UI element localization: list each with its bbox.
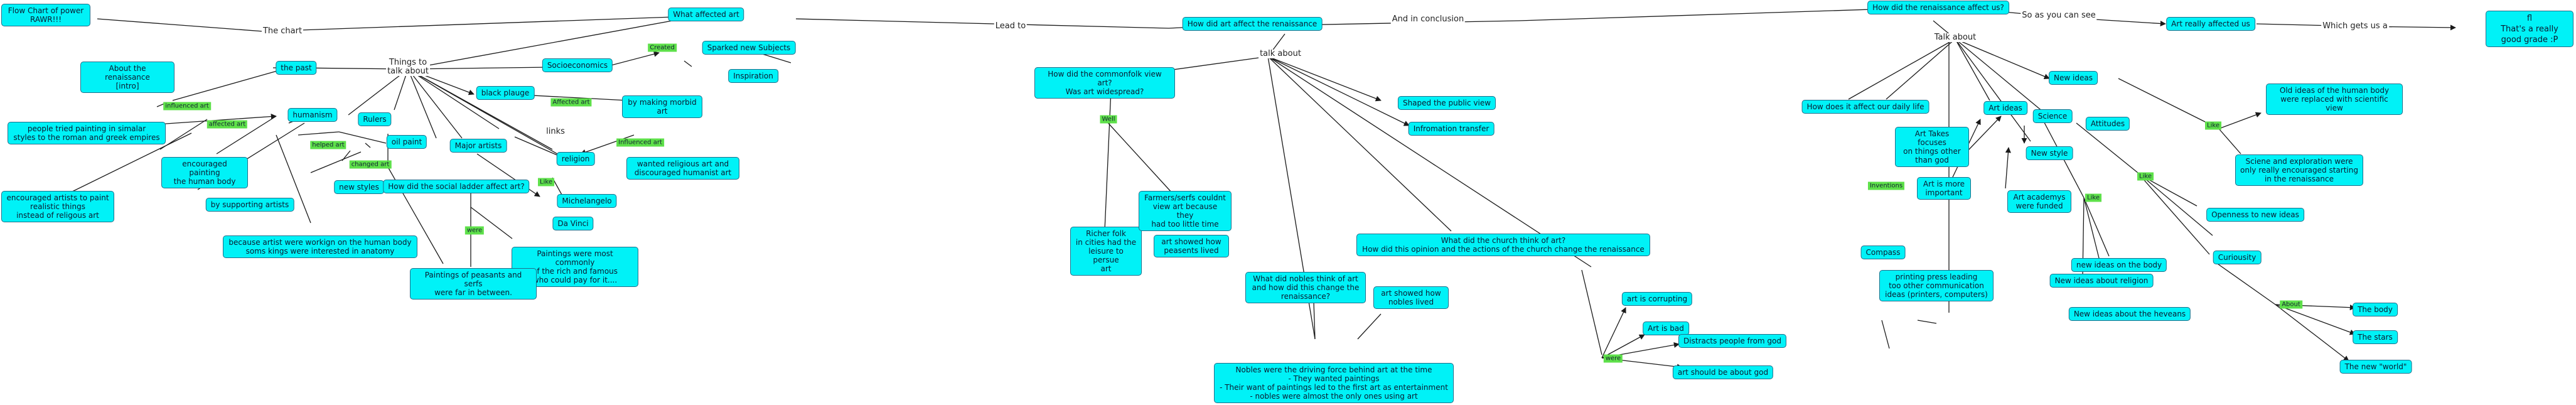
node-michelangelo[interactable]: Michelangelo	[557, 194, 617, 208]
label-lead-to: Lead to	[994, 21, 1028, 31]
node-the-past[interactable]: the past	[276, 61, 317, 75]
node-encouraged-artists[interactable]: encouraged artists to paint realistic th…	[1, 191, 114, 222]
node-how-did-renaissance-affect[interactable]: How did the renaissance affect us?	[1867, 1, 2009, 14]
glabel-helped-art: helped art	[310, 141, 346, 149]
node-how-did-art-affect[interactable]: How did art affect the renaissance	[1182, 17, 1323, 31]
glabel-well: Well	[1100, 115, 1117, 124]
node-new-ideas-religion[interactable]: New ideas about religion	[2049, 274, 2154, 288]
node-daily-life[interactable]: How does it affect our daily life	[1801, 100, 1929, 114]
node-art-corrupting[interactable]: art is corrupting	[1621, 292, 1693, 306]
node-old-ideas[interactable]: Old ideas of the human body were replace…	[2266, 84, 2403, 115]
node-new-style[interactable]: New style	[2026, 146, 2073, 160]
node-new-ideas-body[interactable]: new ideas on the body	[2071, 258, 2167, 272]
node-nobles-think[interactable]: What did nobles think of art and how did…	[1245, 272, 1366, 303]
glabel-were: were	[464, 226, 485, 235]
node-because-artist[interactable]: because artist were workign on the human…	[223, 235, 417, 258]
node-art-bad[interactable]: Art is bad	[1643, 321, 1689, 335]
node-infromation-transfer[interactable]: Infromation transfer	[1408, 122, 1495, 136]
node-distracts[interactable]: Distracts people from god	[1678, 334, 1786, 348]
node-shaped-public-view[interactable]: Shaped the public view	[1397, 96, 1496, 110]
node-art-more-important[interactable]: Art is more important	[1917, 177, 1971, 200]
glabel-affected-art-2: Affected art	[550, 98, 592, 107]
node-social-ladder[interactable]: How did the social ladder affect art?	[383, 180, 530, 193]
node-curiousity[interactable]: Curiousity	[2213, 251, 2262, 264]
node-art-takes-focuses[interactable]: Art Takes focuses on things other than g…	[1895, 127, 1969, 167]
node-encouraged-painting[interactable]: encouraged painting the human body	[161, 157, 248, 188]
node-by-supporting-artists[interactable]: by supporting artists	[205, 198, 294, 212]
glabel-influenced-art-2: Influenced art	[616, 138, 664, 147]
node-art-ideas[interactable]: Art ideas	[1983, 101, 2027, 115]
label-which-gets-us-a: Which gets us a	[2321, 21, 2389, 31]
node-new-styles[interactable]: new styles	[334, 180, 384, 194]
node-art-showed-peasants[interactable]: art showed how peasents lived	[1154, 235, 1229, 257]
node-commonfolk[interactable]: How did the commonfolk view art? Was art…	[1034, 67, 1175, 99]
node-what-affected-art[interactable]: What affected art	[668, 8, 744, 21]
node-wanted-religious-art[interactable]: wanted religious art and discouraged hum…	[626, 157, 739, 180]
glabel-influenced-art-1: influenced art	[163, 102, 211, 111]
node-art-showed-nobles[interactable]: art showed how nobles lived	[1373, 286, 1449, 309]
node-humanism[interactable]: humanism	[287, 108, 338, 122]
node-rulers[interactable]: Rulers	[358, 112, 392, 126]
node-compass[interactable]: Compass	[1860, 246, 1906, 259]
label-talk-about-3: Talk about	[1933, 33, 1978, 42]
label-the-chart: The chart	[261, 26, 304, 36]
node-church[interactable]: What did the church think of art? How di…	[1356, 234, 1650, 256]
glabel-inventions: Inventions	[1867, 181, 1905, 190]
node-new-world[interactable]: The new "world"	[2339, 360, 2412, 374]
glabel-like-4: Like	[2085, 193, 2101, 202]
node-nobles-driving[interactable]: Nobles were the driving force behind art…	[1214, 363, 1454, 403]
node-farmers[interactable]: Farmers/serfs couldnt view art because t…	[1139, 191, 1232, 231]
node-da-vinci[interactable]: Da Vinci	[552, 217, 594, 230]
node-oil-paint[interactable]: oil paint	[386, 135, 427, 149]
node-printing-press[interactable]: printing press leading too other communi…	[1879, 270, 1994, 301]
glabel-like-1: Like	[538, 178, 554, 186]
node-openness[interactable]: Openness to new ideas	[2206, 208, 2304, 222]
node-religion[interactable]: religion	[556, 152, 595, 166]
node-inspiration[interactable]: Inspiration	[728, 69, 778, 83]
glabel-like-3: Like	[2137, 172, 2154, 181]
glabel-were-2: were	[1603, 354, 1623, 363]
label-talk-about-2: talk about	[1258, 49, 1302, 58]
glabel-about: About	[2280, 300, 2302, 309]
glabel-changed-art: changed art	[349, 160, 392, 169]
node-art-really-affected[interactable]: Art really affected us	[2166, 17, 2255, 31]
glabel-created: Created	[648, 43, 677, 52]
node-socioeconomics[interactable]: Socioeconomics	[542, 58, 613, 72]
node-the-stars[interactable]: The stars	[2353, 330, 2398, 344]
label-so-as-you-can-see: So as you can see	[2021, 11, 2097, 20]
node-science-exploration[interactable]: Sciene and exploration were only really …	[2235, 154, 2363, 186]
node-about-god[interactable]: art should be about god	[1672, 365, 1774, 379]
label-things-to-talk-about: Things to talk about	[386, 58, 430, 76]
node-major-artists[interactable]: Major artists	[449, 139, 507, 153]
node-attitudes[interactable]: Attitudes	[2085, 117, 2130, 131]
node-sparked-new-subjects[interactable]: Sparked new Subjects	[702, 41, 796, 55]
node-flow-chart[interactable]: Flow Chart of power RAWR!!!	[1, 4, 90, 26]
node-about-renaissance[interactable]: About the renaissance [intro]	[80, 62, 174, 93]
glabel-affected-art-1: affected art	[207, 120, 248, 129]
label-links: links	[545, 127, 566, 136]
node-new-ideas-heavans[interactable]: New ideas about the heveans	[2068, 307, 2191, 321]
node-new-ideas[interactable]: New ideas	[2049, 71, 2098, 85]
node-black-plauge[interactable]: black plauge	[476, 86, 535, 100]
node-by-making-morbid-art[interactable]: by making morbid art	[622, 95, 702, 118]
node-the-body[interactable]: The body	[2353, 303, 2398, 316]
glabel-like-2: Like	[2205, 121, 2221, 130]
node-art-academys[interactable]: Art academys were funded	[2007, 190, 2071, 213]
node-people-tried[interactable]: people tried painting in simalar styles …	[8, 122, 166, 144]
node-paintings-peasants[interactable]: Paintings of peasants and serfs were far…	[410, 268, 537, 300]
node-science[interactable]: Science	[2032, 109, 2073, 123]
label-and-in-conclusion: And in conclusion	[1390, 14, 1466, 24]
node-final[interactable]: fl That's a really good grade :P	[2486, 11, 2573, 47]
node-richer-folk[interactable]: Richer folk in cities had the leisure to…	[1070, 227, 1142, 276]
